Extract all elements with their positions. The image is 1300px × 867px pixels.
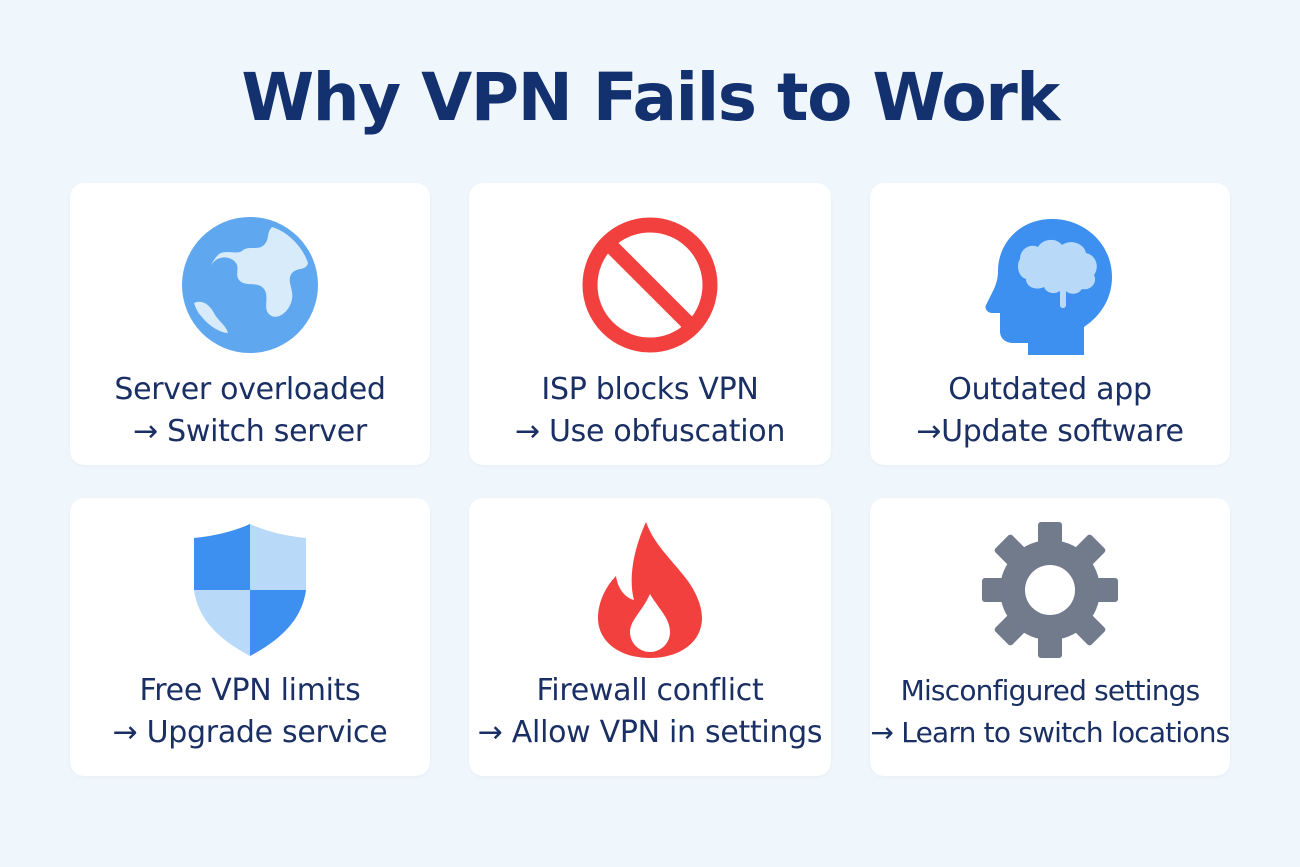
problem-text: ISP blocks VPN — [541, 372, 759, 407]
card-caption: Misconfigured settings → Learn to switch… — [870, 670, 1231, 754]
card-firewall-conflict: Firewall conflict → Allow VPN in setting… — [469, 498, 831, 776]
globe-icon — [70, 215, 430, 355]
solution-text: → Learn to switch locations — [870, 716, 1231, 749]
fire-icon — [469, 520, 831, 660]
card-outdated-app: Outdated app →Update software — [870, 183, 1230, 465]
problem-text: Misconfigured settings — [900, 674, 1201, 707]
card-caption: ISP blocks VPN → Use obfuscation — [469, 369, 831, 453]
solution-text: → Upgrade service — [112, 715, 388, 750]
card-grid: Server overloaded → Switch server ISP bl… — [70, 183, 1230, 776]
blocked-icon — [469, 215, 831, 355]
gear-icon — [870, 520, 1230, 660]
card-free-vpn-limits: Free VPN limits → Upgrade service — [70, 498, 430, 776]
page-title: Why VPN Fails to Work — [241, 59, 1060, 136]
card-caption: Free VPN limits → Upgrade service — [70, 670, 430, 754]
head-brain-icon — [870, 215, 1230, 355]
solution-text: → Allow VPN in settings — [477, 715, 823, 750]
card-isp-blocks: ISP blocks VPN → Use obfuscation — [469, 183, 831, 465]
problem-text: Outdated app — [948, 372, 1152, 407]
card-caption: Outdated app →Update software — [870, 369, 1230, 453]
card-server-overloaded: Server overloaded → Switch server — [70, 183, 430, 465]
problem-text: Free VPN limits — [139, 673, 361, 708]
card-caption: Firewall conflict → Allow VPN in setting… — [469, 670, 831, 754]
problem-text: Server overloaded — [114, 372, 386, 407]
card-misconfigured-settings: Misconfigured settings → Learn to switch… — [870, 498, 1230, 776]
shield-icon — [70, 520, 430, 660]
solution-text: →Update software — [916, 414, 1184, 449]
solution-text: → Switch server — [133, 414, 367, 449]
card-caption: Server overloaded → Switch server — [70, 369, 430, 453]
solution-text: → Use obfuscation — [514, 414, 786, 449]
problem-text: Firewall conflict — [536, 673, 764, 708]
